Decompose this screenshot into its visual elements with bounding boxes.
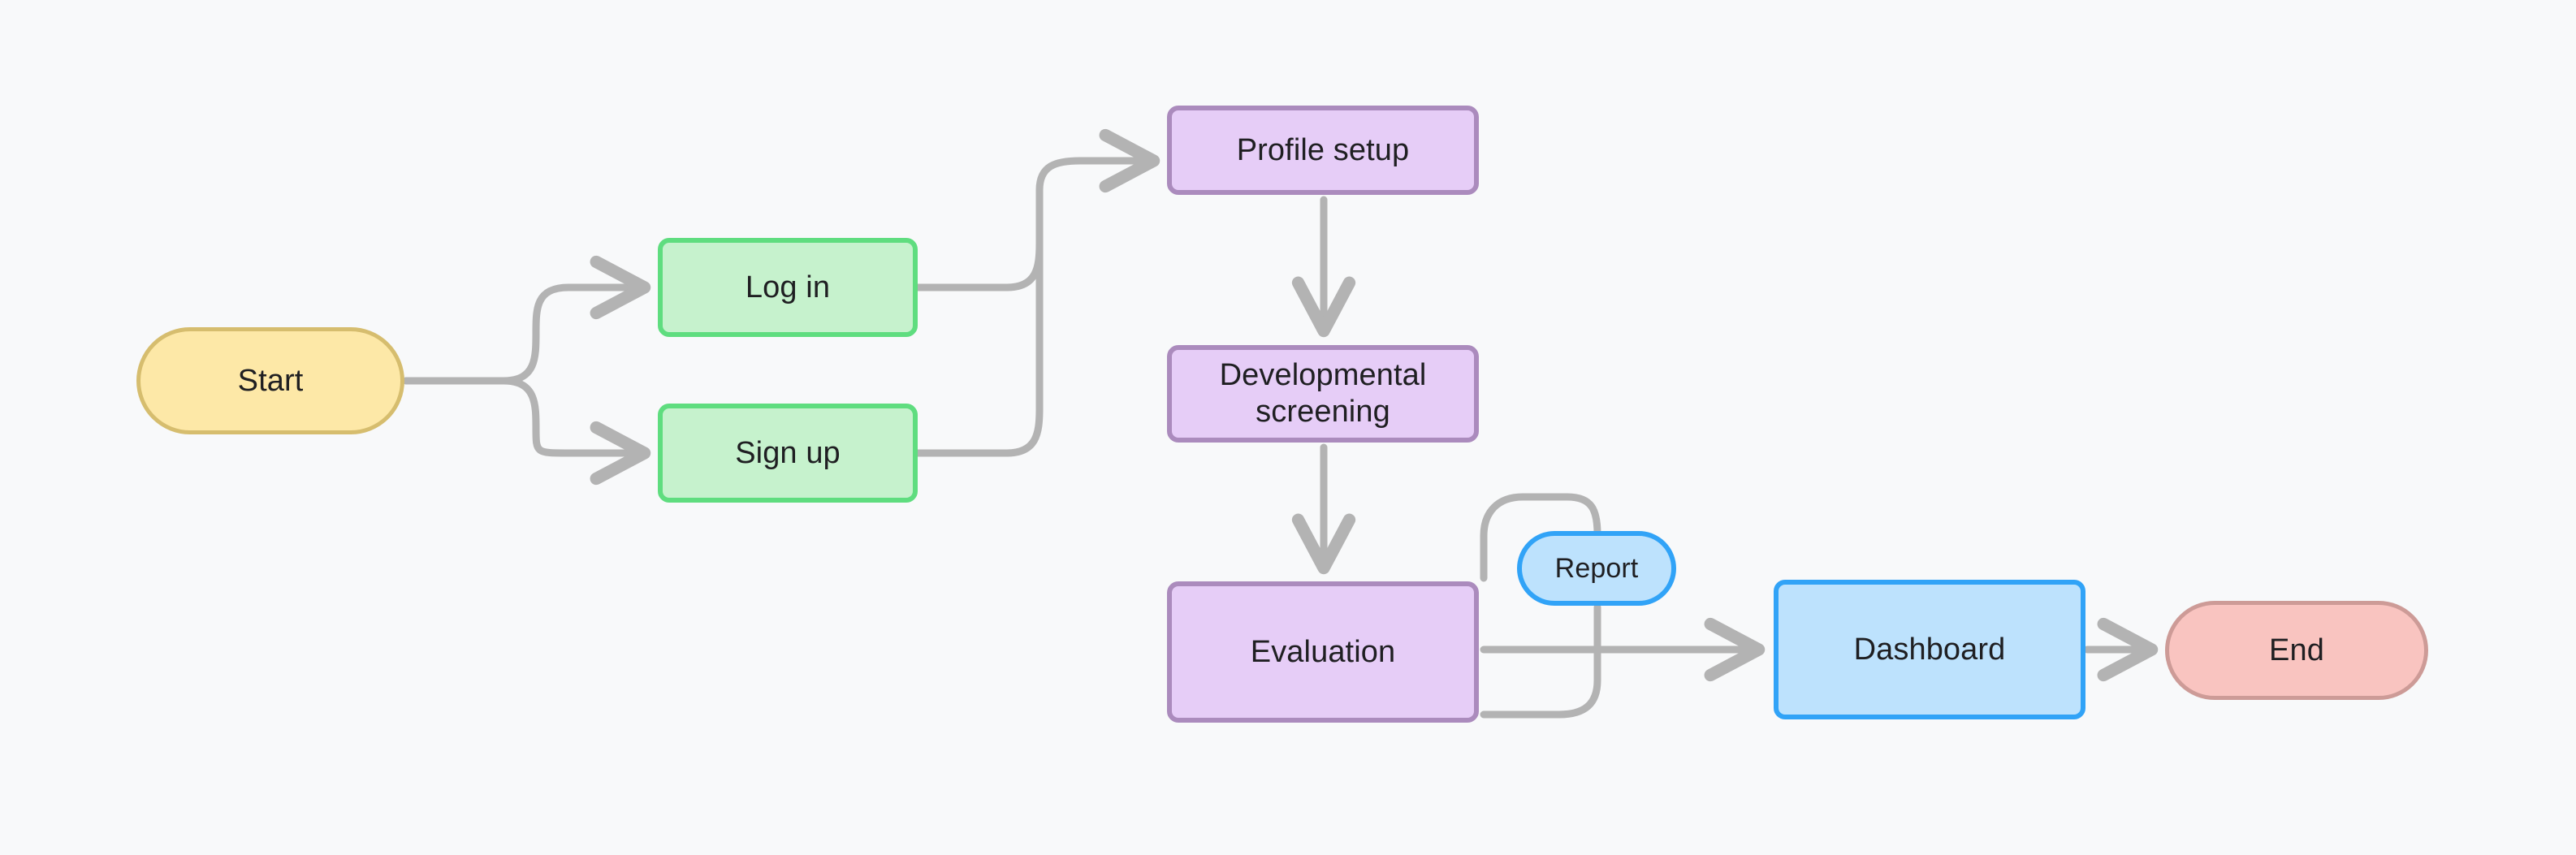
edge-login-profile xyxy=(914,128,1160,291)
edge-signup-profile xyxy=(914,240,1044,457)
node-report-label: Report xyxy=(1554,552,1639,584)
edge-start-signup xyxy=(402,377,651,486)
node-evaluation-label: Evaluation xyxy=(1250,634,1396,669)
node-start[interactable]: Start xyxy=(136,327,404,434)
node-profile-setup-label: Profile setup xyxy=(1236,132,1410,167)
node-report[interactable]: Report xyxy=(1517,531,1676,606)
node-log-in-label: Log in xyxy=(745,270,831,304)
node-start-label: Start xyxy=(237,363,304,398)
edge-start-login xyxy=(402,255,651,385)
node-end-label: End xyxy=(2269,633,2324,667)
node-log-in[interactable]: Log in xyxy=(658,238,918,337)
edge-report-evaluation xyxy=(1480,603,1601,719)
node-profile-setup[interactable]: Profile setup xyxy=(1167,106,1479,195)
node-sign-up[interactable]: Sign up xyxy=(658,404,918,503)
node-sign-up-label: Sign up xyxy=(735,435,841,470)
node-dashboard-label: Dashboard xyxy=(1853,632,2006,667)
node-evaluation[interactable]: Evaluation xyxy=(1167,581,1479,723)
node-end[interactable]: End xyxy=(2165,601,2428,700)
node-developmental-screening-label: Developmental screening xyxy=(1219,358,1427,429)
node-developmental-screening[interactable]: Developmental screening xyxy=(1167,345,1479,443)
node-dashboard[interactable]: Dashboard xyxy=(1774,580,2085,719)
